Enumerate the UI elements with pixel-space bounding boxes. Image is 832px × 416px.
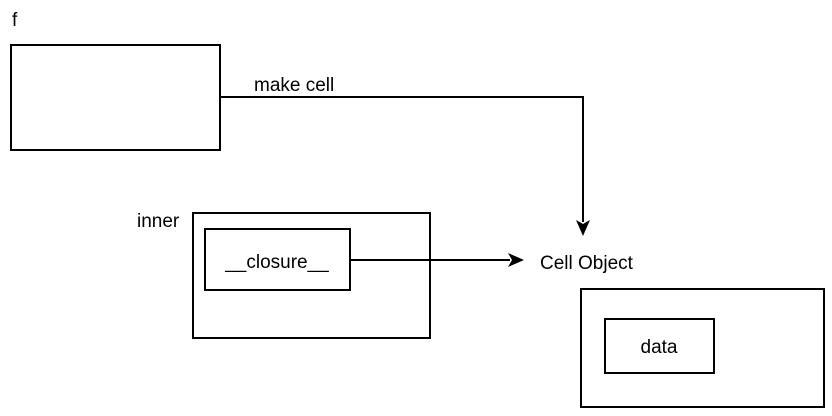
cell-object-label: Cell Object [540,253,634,274]
data-field-box [604,318,715,374]
closure-reference-arrowhead [508,253,524,267]
inner-function-label: inner [137,211,180,232]
closure-attribute-label: __closure__ [224,252,329,273]
function-f-label: f [12,10,18,31]
make-cell-arrowhead [576,220,590,236]
make-cell-edge-label: make cell [254,75,334,96]
data-field-label: data [641,337,678,358]
make-cell-edge [220,96,584,222]
closure-attribute-box [204,228,351,291]
function-f-box [10,44,221,151]
